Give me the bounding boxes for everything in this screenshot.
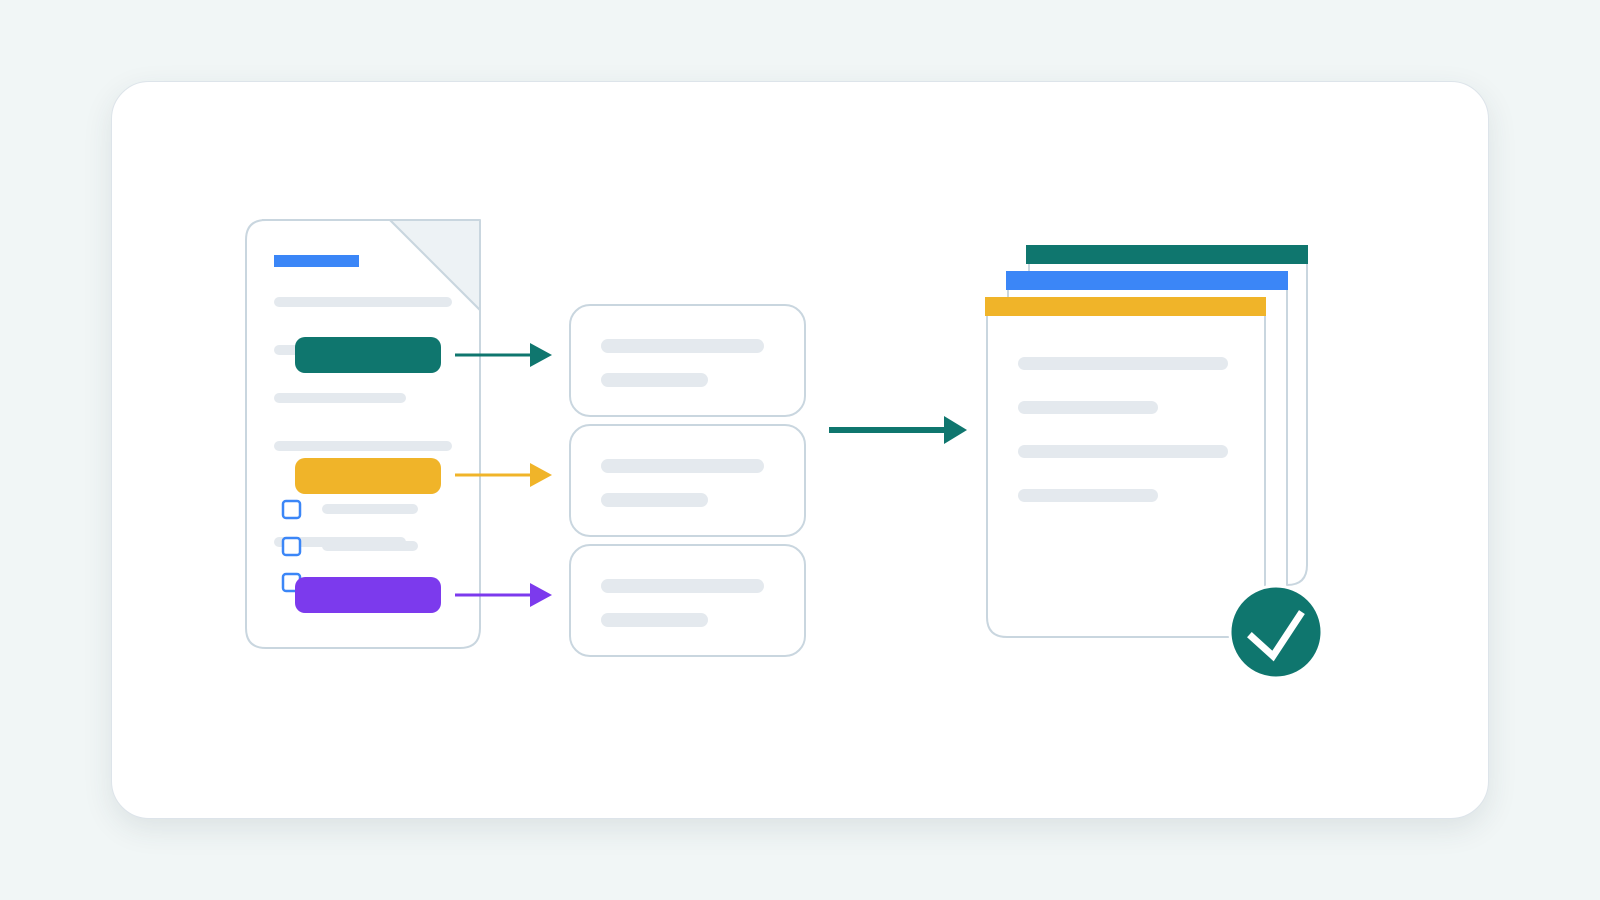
result-page-front xyxy=(986,301,1266,638)
result-text-line xyxy=(1018,401,1158,414)
field-text-line xyxy=(601,339,764,353)
highlight-teal xyxy=(295,337,441,373)
checkbox-icon xyxy=(281,499,302,520)
stacked-documents-icon xyxy=(985,245,1308,638)
check-circle-icon xyxy=(1228,584,1324,680)
result-text-line xyxy=(1018,445,1228,458)
field-text-line xyxy=(601,579,764,593)
field-text-line xyxy=(601,613,708,627)
document-text-line xyxy=(322,504,418,514)
arrow-right-icon xyxy=(455,343,552,367)
document-text-line xyxy=(322,541,418,551)
highlight-yellow xyxy=(295,458,441,494)
field-text-line xyxy=(601,493,708,507)
field-text-line xyxy=(601,373,708,387)
highlight-purple xyxy=(295,577,441,613)
document-text-line xyxy=(274,297,452,307)
arrow-right-icon xyxy=(455,463,552,487)
arrow-right-icon xyxy=(829,416,967,444)
result-tab-blue xyxy=(1006,271,1288,290)
arrow-right-icon xyxy=(455,583,552,607)
result-tab-teal xyxy=(1026,245,1308,264)
document-fold xyxy=(389,219,481,311)
document-title-bar xyxy=(274,255,359,267)
extracted-field-card xyxy=(569,424,806,537)
source-document-icon xyxy=(245,219,481,649)
checkbox-icon xyxy=(281,536,302,557)
result-text-line xyxy=(1018,489,1158,502)
result-tab-yellow xyxy=(985,297,1266,316)
document-text-line xyxy=(274,441,452,451)
field-text-line xyxy=(601,459,764,473)
document-text-line xyxy=(274,393,406,403)
check-mark xyxy=(1247,610,1305,662)
result-text-line xyxy=(1018,357,1228,370)
extracted-field-card xyxy=(569,304,806,417)
extracted-field-card xyxy=(569,544,806,657)
